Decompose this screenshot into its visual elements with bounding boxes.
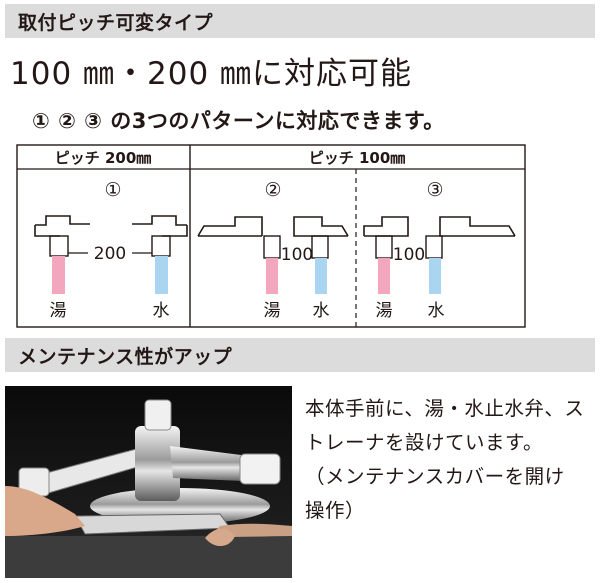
section-header-pitch: 取付ピッチ可変タイプ [5, 4, 595, 38]
header-pitch-200: ピッチ 200㎜ [55, 149, 152, 167]
hot-label: 湯 [264, 301, 281, 321]
hot-pipe [52, 256, 65, 294]
cold-pipe [315, 258, 327, 294]
caption-line: トレーナを設けています。 [305, 431, 544, 454]
hot-label: 湯 [376, 301, 393, 321]
cold-pipe [155, 256, 168, 294]
hot-pipe [266, 258, 278, 294]
table-frame [16, 144, 526, 328]
pitch-value: 100 [393, 245, 425, 265]
cold-label: 水 [153, 301, 170, 321]
pattern-3: ③ 100 湯 水 [363, 179, 516, 321]
pattern-number: ③ [426, 179, 443, 201]
section-header-maintenance: メンテナンス性がアップ [5, 338, 595, 372]
headline: 100 ㎜・200 ㎜に対応可能 [10, 56, 413, 92]
hot-pipe [378, 258, 390, 294]
pitch-value: 100 [281, 245, 313, 265]
header-pitch-100: ピッチ 100㎜ [309, 149, 406, 167]
maintenance-caption: 本体手前に、湯・水止水弁、ス トレーナを設けています。 （メンテナンスカバーを開… [305, 392, 597, 528]
section-title: 取付ピッチ可変タイプ [18, 12, 214, 34]
faucet-photo [5, 386, 292, 578]
pattern-number: ② [264, 179, 281, 201]
caption-line: （メンテナンスカバーを開け [305, 465, 565, 488]
pattern-number: ① [104, 179, 121, 201]
pitch-diagram: ピッチ 200㎜ ピッチ 100㎜ ① 200 湯 水 ② 100 湯 水 ③ [16, 144, 526, 328]
caption-line: 本体手前に、湯・水止水弁、ス [305, 397, 585, 420]
pattern-subtitle: ① ② ③ の3つのパターンに対応できます。 [32, 109, 445, 133]
faucet-illustration [5, 386, 292, 578]
section-title: メンテナンス性がアップ [18, 346, 233, 368]
cold-label: 水 [313, 301, 330, 321]
pattern-2: ② 100 湯 水 [197, 179, 349, 321]
cold-pipe [429, 258, 441, 294]
cold-label: 水 [428, 301, 445, 321]
hot-label: 湯 [50, 301, 67, 321]
caption-line: 操作） [305, 499, 366, 522]
pitch-value: 200 [94, 244, 126, 264]
pattern-1: ① 200 湯 水 [34, 179, 188, 321]
